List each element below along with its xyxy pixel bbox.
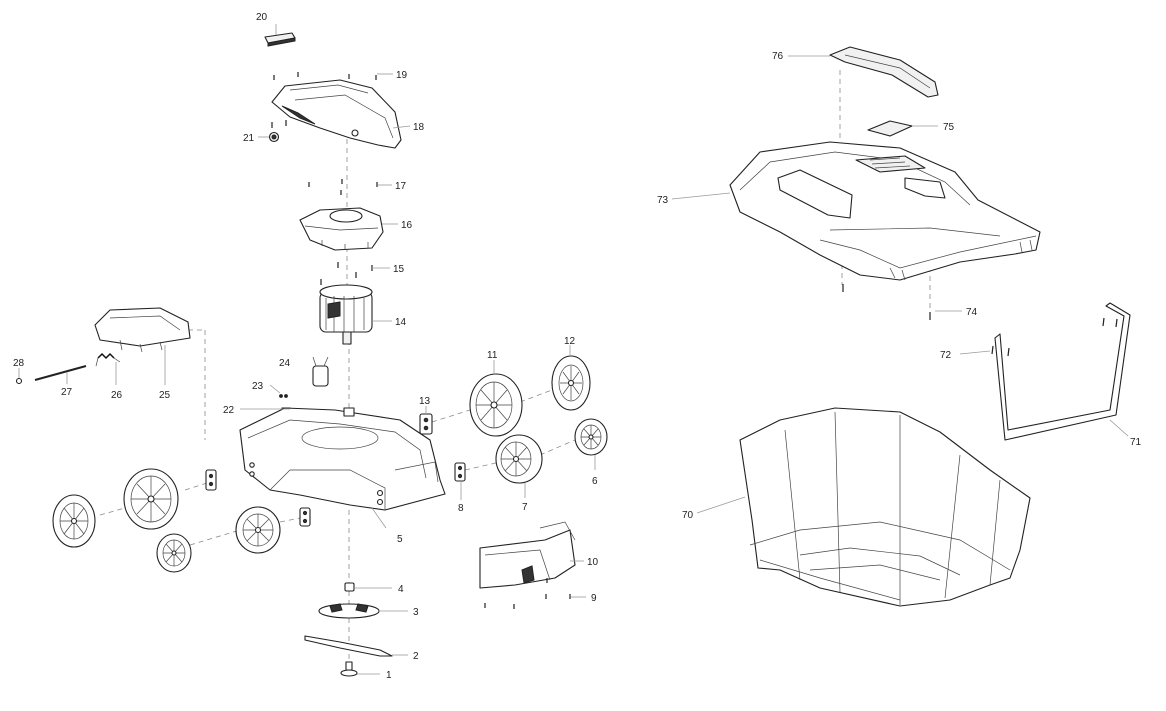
wheel-12 (551, 355, 591, 411)
label-20: 20 (256, 12, 268, 23)
part-74-pad (867, 120, 913, 137)
wheel-6 (574, 418, 608, 456)
wheel-left-large (123, 468, 179, 530)
part-3-blade-holder (318, 603, 380, 619)
part-71-handle (994, 302, 1131, 441)
label-28: 28 (13, 358, 25, 369)
part-2-blade (304, 635, 393, 657)
part-25-flap (94, 307, 191, 353)
wheel-11 (469, 373, 523, 437)
wheel-7 (495, 434, 543, 484)
label-14: 14 (395, 317, 407, 328)
label-16: 16 (401, 220, 413, 231)
label-18: 18 (413, 122, 425, 133)
label-27: 27 (61, 387, 73, 398)
label-11: 11 (487, 350, 498, 361)
label-76: 76 (772, 51, 784, 62)
part-20-clip (264, 32, 296, 47)
label-22: 22 (223, 405, 235, 416)
part-10-rear-guard (479, 521, 576, 589)
label-2: 2 (413, 651, 419, 662)
label-26: 26 (111, 390, 123, 401)
label-10: 10 (587, 557, 599, 568)
label-19: 19 (396, 70, 408, 81)
part-73-rear-cover (729, 141, 1041, 281)
part-4-spacer (344, 582, 355, 592)
label-6: 6 (592, 476, 598, 487)
part-21-knob (268, 131, 280, 143)
part-27-rod (34, 365, 87, 381)
label-13: 13 (419, 396, 431, 407)
label-70: 70 (682, 510, 694, 521)
part-16-air-guide (299, 207, 384, 251)
label-1: 1 (386, 670, 392, 681)
wheel-left-outer (52, 494, 96, 548)
label-71: 71 (1130, 437, 1142, 448)
wheel-front-outer (156, 533, 192, 573)
part-1-bolt (340, 661, 358, 677)
part-18-top-cover (271, 79, 402, 149)
label-24: 24 (279, 358, 291, 369)
part-76-grip (829, 46, 939, 98)
part-70-grass-bag (739, 407, 1031, 607)
label-17: 17 (395, 181, 407, 192)
label-8: 8 (458, 503, 464, 514)
label-5: 5 (397, 534, 403, 545)
label-7: 7 (522, 502, 528, 513)
label-23: 23 (252, 381, 264, 392)
label-73: 73 (657, 195, 669, 206)
screws (271, 72, 1118, 609)
label-74: 75 (943, 122, 955, 133)
part-5-deck (239, 407, 446, 511)
part-26-spring (95, 352, 121, 367)
callout-labels: 20 19 18 21 17 16 15 14 24 23 22 28 27 2… (13, 12, 1142, 681)
label-72: 72 (940, 350, 952, 361)
label-25: 25 (159, 390, 171, 401)
label-75: 74 (966, 307, 978, 318)
label-12: 12 (564, 336, 576, 347)
part-28-pin (15, 377, 23, 385)
label-3: 3 (413, 607, 419, 618)
leader-lines (18, 24, 1129, 675)
part-14-motor (319, 284, 373, 345)
label-9: 9 (591, 593, 597, 604)
label-21: 21 (243, 133, 255, 144)
label-4: 4 (398, 584, 404, 595)
wheel-front-small (235, 506, 281, 554)
label-15: 15 (393, 264, 405, 275)
part-24-capacitor (312, 356, 329, 387)
